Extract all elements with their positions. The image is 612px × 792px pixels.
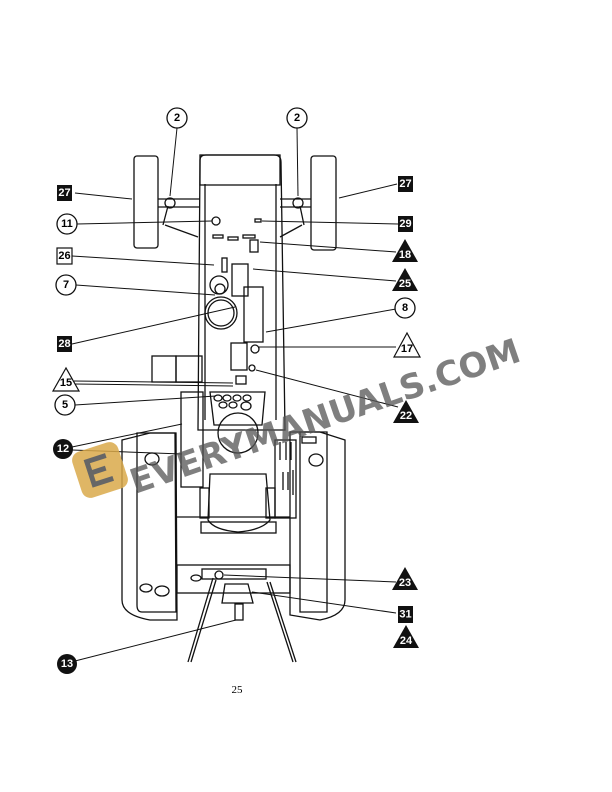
callout-28: 28 bbox=[57, 336, 72, 352]
watermark: EVERYMANUALS.COM bbox=[72, 331, 526, 503]
callout-12: 12 bbox=[53, 439, 73, 459]
callout-22: 22 bbox=[393, 400, 419, 423]
callout-27-right: 27 bbox=[398, 176, 413, 192]
callout-11: 11 bbox=[56, 213, 78, 235]
callout-label: 11 bbox=[61, 218, 73, 230]
callout-25: 25 bbox=[392, 268, 418, 291]
callout-label: 26 bbox=[58, 250, 70, 262]
callout-label: 24 bbox=[400, 635, 413, 647]
rear-right-tire bbox=[289, 431, 346, 621]
callout-29: 29 bbox=[398, 216, 413, 232]
callout-8: 8 bbox=[394, 297, 416, 319]
watermark-logo-icon bbox=[72, 442, 128, 498]
rear-left-tire bbox=[121, 432, 178, 621]
callout-7: 7 bbox=[55, 274, 77, 296]
callout-label: 23 bbox=[399, 577, 411, 589]
callout-label: 15 bbox=[60, 377, 72, 389]
front-right-wheel bbox=[310, 155, 337, 251]
callout-label: 17 bbox=[401, 343, 413, 355]
callout-26: 26 bbox=[56, 247, 73, 265]
callout-label: 13 bbox=[61, 658, 73, 670]
callout-label: 8 bbox=[402, 302, 408, 314]
callout-label: 25 bbox=[399, 278, 411, 290]
callout-label: 2 bbox=[294, 112, 300, 124]
callout-label: 29 bbox=[399, 218, 411, 230]
callout-5: 5 bbox=[54, 394, 76, 416]
leader-lines bbox=[71, 127, 399, 662]
callout-17: 17 bbox=[392, 331, 422, 358]
callout-label: 2 bbox=[174, 112, 180, 124]
steering-wheel bbox=[217, 412, 259, 454]
watermark-text: EVERYMANUALS.COM bbox=[125, 331, 526, 502]
callout-23: 23 bbox=[392, 567, 418, 590]
callout-label: 12 bbox=[57, 443, 69, 455]
callout-label: 7 bbox=[63, 279, 69, 291]
callout-label: 27 bbox=[58, 187, 70, 199]
callout-label: 22 bbox=[400, 410, 412, 422]
page-number: 25 bbox=[232, 684, 244, 696]
callout-label: 28 bbox=[58, 338, 70, 350]
callout-label: 27 bbox=[399, 178, 411, 190]
left-panel bbox=[151, 355, 177, 383]
callout-label: 5 bbox=[62, 399, 68, 411]
callout-label: 31 bbox=[399, 609, 411, 621]
seat bbox=[207, 473, 271, 533]
callout-24: 24 bbox=[393, 625, 419, 648]
tractor-drawing bbox=[121, 154, 346, 663]
callout-15: 15 bbox=[51, 366, 81, 392]
hood bbox=[197, 154, 286, 431]
callout-18: 18 bbox=[392, 239, 418, 262]
callout-label: 18 bbox=[399, 249, 411, 261]
front-left-wheel bbox=[133, 155, 159, 249]
callout-2-left: 2 bbox=[166, 107, 188, 129]
callout-27-left: 27 bbox=[57, 185, 72, 201]
callout-2-right: 2 bbox=[286, 107, 308, 129]
callout-31: 31 bbox=[398, 606, 413, 623]
callout-13: 13 bbox=[57, 654, 77, 674]
